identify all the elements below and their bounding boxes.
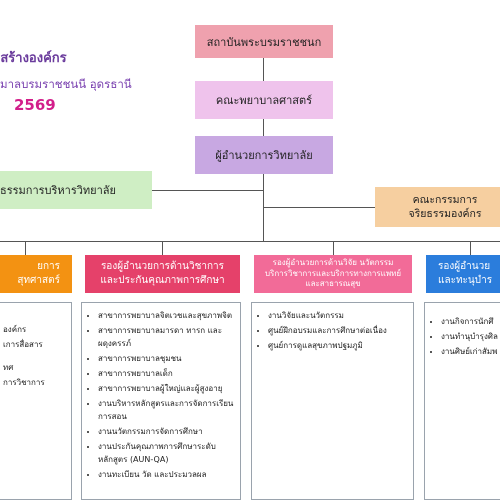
- connector-col3: [333, 241, 334, 255]
- column-header-4: รองผู้อำนวย และทะนุบำร: [426, 255, 500, 293]
- node-director: ผู้อำนวยการวิทยาลัย: [195, 136, 333, 174]
- list-item: ทศ: [3, 363, 14, 372]
- chart-year: 2569: [14, 96, 56, 114]
- list-item: งานศิษย์เก่าสัมพ: [441, 345, 500, 358]
- list-item: งานทำนุบำรุงศิล: [441, 330, 500, 343]
- column-header-4-line2: และทะนุบำร: [438, 275, 493, 286]
- column-header-academic: รองผู้อำนวยการด้านวิชาการ และประกันคุณภา…: [85, 255, 240, 293]
- list-item: การวิชาการ: [3, 378, 45, 387]
- column-panel-academic: สาขาการพยาบาลจิตเวชและสุขภาพจิต สาขาการพ…: [81, 302, 241, 500]
- node-ethics-line2: จริยธรรมองค์กร: [408, 208, 482, 220]
- list-item: งานวิจัยและนวัตกรรม: [268, 309, 407, 322]
- list-item: องค์กร: [3, 325, 27, 334]
- column-header-1-line2: สุทศาสตร์: [17, 275, 60, 286]
- connector-board: [152, 190, 263, 191]
- node-board: ธรรมการบริหารวิทยาลัย: [0, 171, 152, 209]
- node-ethics: คณะกรรมการ จริยธรรมองค์กร: [375, 187, 500, 227]
- column-header-research-line1: รองผู้อำนวยการด้านวิจัย นวัตกรรม: [272, 258, 394, 268]
- list-item: สาขาการพยาบาลจิตเวชและสุขภาพจิต: [98, 309, 234, 322]
- list-item: สาขาการพยาบาลเด็ก: [98, 367, 234, 380]
- connector-top-faculty: [263, 58, 264, 81]
- column-header-research-line2: บริการวิชาการและบริการทางการแพทย์: [264, 268, 402, 278]
- node-faculty: คณะพยาบาลศาสตร์: [195, 81, 333, 119]
- list-item: งานบริหารหลักสูตรและการจัดการเรียนการสอน: [98, 397, 234, 423]
- list-item: งานประกันคุณภาพการศึกษาระดับหลักสูตร (AU…: [98, 440, 234, 466]
- column-panel-1: องค์กร เการสื่อสาร ทศ การวิชาการ: [0, 302, 72, 500]
- column-header-1: ยการ สุทศาสตร์: [0, 255, 72, 293]
- column-header-academic-line1: รองผู้อำนวยการด้านวิชาการ: [100, 260, 225, 272]
- list-item: สาขาการพยาบาลชุมชน: [98, 352, 234, 365]
- chart-title: งสร้างองค์กร: [0, 51, 67, 66]
- connector-horizontal-bus: [0, 241, 500, 242]
- column-panel-research: งานวิจัยและนวัตกรรม ศูนย์ฝึกอบรมและการศึ…: [251, 302, 414, 500]
- column-panel-4: งานกิจการนักศึ งานทำนุบำรุงศิล งานศิษย์เ…: [424, 302, 500, 500]
- chart-subtitle: มาลบรมราชชนนี อุดรธานี: [0, 77, 132, 91]
- list-item: งานนวัตกรรมการจัดการศึกษา: [98, 425, 234, 438]
- list-item: งานทะเบียน วัด และประมวลผล: [98, 468, 234, 481]
- list-item: ศูนย์การดูแลสุขภาพปฐมภูมิ: [268, 339, 407, 352]
- list-item: เการสื่อสาร: [3, 340, 43, 349]
- node-institute: สถาบันพระบรมราชชนก: [195, 25, 333, 58]
- list-item: สาขาการพยาบาลผู้ใหญ่และผู้สูงอายุ: [98, 382, 234, 395]
- column-header-1-line1: ยการ: [37, 260, 60, 272]
- list-item: [3, 353, 65, 359]
- list-item: งานกิจการนักศึ: [441, 315, 500, 328]
- connector-faculty-director: [263, 119, 264, 136]
- connector-col2: [162, 241, 163, 255]
- node-ethics-line1: คณะกรรมการ: [412, 193, 478, 206]
- list-item: สาขาการพยาบาลมารดา ทารก และผดุงครรภ์: [98, 324, 234, 350]
- column-header-4-line1: รองผู้อำนวย: [438, 260, 491, 272]
- connector-ethics: [263, 207, 375, 208]
- connector-col4: [470, 241, 471, 255]
- column-header-academic-line2: และประกันคุณภาพการศึกษา: [100, 275, 225, 286]
- column-header-research-line3: และสาธารณสุข: [305, 279, 361, 289]
- connector-col1: [25, 241, 26, 255]
- column-header-research: รองผู้อำนวยการด้านวิจัย นวัตกรรม บริการว…: [254, 255, 412, 293]
- list-item: ศูนย์ฝึกอบรมและการศึกษาต่อเนื่อง: [268, 324, 407, 337]
